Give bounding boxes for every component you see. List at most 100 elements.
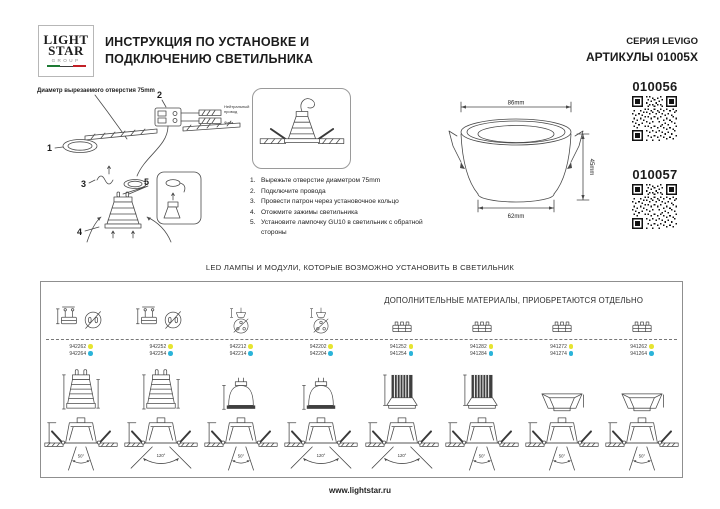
yellow-dot-icon — [488, 344, 494, 349]
cyan-dot-icon — [168, 351, 173, 356]
pin-base-figure — [219, 307, 263, 334]
flat-module-figure — [620, 392, 664, 413]
callout-2: 2 — [157, 90, 162, 100]
yellow-dot-icon — [248, 344, 253, 349]
cyan-dot-icon — [88, 351, 93, 356]
gu10-base-figure — [55, 306, 107, 334]
logo-text-light: LIGHT — [43, 31, 89, 47]
beam-angle-label: 50° — [478, 454, 485, 459]
yellow-dot-icon — [168, 344, 173, 349]
gu10-base-figure — [135, 306, 187, 334]
yellow-dot-icon — [408, 344, 414, 349]
article-number: 942204 — [309, 350, 327, 357]
cyan-dot-icon — [408, 351, 414, 356]
article-number: 942214 — [229, 350, 247, 357]
beam-angle-label: 50° — [78, 454, 85, 459]
lamp-column-5: 941252 941254 120° — [362, 282, 442, 477]
qr-code-icon — [632, 96, 677, 141]
article-list: 941252 941254 — [389, 340, 414, 360]
article-number: 941282 — [470, 343, 487, 350]
logo-text-star: STAR — [48, 42, 84, 58]
article-number: 941254 — [389, 350, 407, 357]
installed-fixture-drawing — [259, 97, 344, 144]
lamp-column-7: 941272 941274 50° — [522, 282, 602, 477]
cross-section-figure: 50° — [44, 415, 118, 473]
beam-angle-label: 120° — [317, 453, 326, 458]
cross-section-figure: 50° — [204, 415, 278, 473]
cyan-dot-icon — [568, 351, 574, 356]
lamp-column-3: 942212 942214 50° — [201, 282, 281, 477]
lamp-column-4: 942202 942204 120° — [281, 282, 361, 477]
lightstar-logo: LIGHT STAR GROUP — [38, 25, 94, 77]
yellow-dot-icon — [568, 344, 574, 349]
logo-text-group: GROUP — [51, 57, 81, 63]
article-list: 942212 942214 — [230, 340, 253, 360]
article-list: 942252 942254 — [150, 340, 173, 360]
page-title: ИНСТРУКЦИЯ ПО УСТАНОВКЕ И ПОДКЛЮЧЕНИЮ СВ… — [105, 34, 313, 67]
article-number: 942212 — [229, 343, 247, 350]
callout-1: 1 — [47, 143, 52, 153]
page-title-line1: ИНСТРУКЦИЯ ПО УСТАНОВКЕ И — [105, 35, 310, 49]
led-module-icon — [471, 321, 493, 334]
article-code: 010057 — [632, 167, 678, 182]
led-module-icon — [391, 321, 413, 334]
pin-base-figure — [299, 307, 343, 334]
step-4: 4.Отожмите зажимы светильника — [250, 208, 358, 216]
cross-section-figure: 50° — [445, 415, 519, 473]
series-label: СЕРИЯ LEVIGO — [626, 36, 698, 47]
callout-5: 5 — [144, 177, 149, 187]
article-list: 942262 942264 — [69, 340, 93, 360]
callout-4: 4 — [77, 227, 82, 237]
article-number: 941252 — [389, 343, 407, 350]
page-title-line2: ПОДКЛЮЧЕНИЮ СВЕТИЛЬНИКА — [105, 51, 314, 66]
website-url: www.lightstar.ru — [329, 486, 391, 495]
article-number: 941272 — [550, 343, 567, 350]
articles-label: АРТИКУЛЫ 01005X — [586, 50, 698, 64]
lamp-column-6: 941282 941284 50° — [442, 282, 522, 477]
gu10-lamp-figure — [62, 369, 100, 413]
article-list: 941282 941284 — [470, 340, 494, 360]
cross-section-figure: 50° — [605, 415, 679, 473]
installation-diagram: Диаметр вырезаемого отверстия 75mm 1 2 Н… — [37, 88, 249, 243]
lamps-panel: ДОПОЛНИТЕЛЬНЫЕ МАТЕРИАЛЫ, ПРИОБРЕТАЮТСЯ … — [40, 281, 683, 478]
article-number: 942254 — [149, 350, 167, 357]
article-number: 941274 — [550, 350, 567, 357]
beam-angle-label: 50° — [238, 454, 245, 459]
step-1: 1.Вырежьте отверстие диаметром 75mm — [250, 177, 381, 184]
yellow-dot-icon — [88, 344, 93, 349]
installation-steps: 1.Вырежьте отверстие диаметром 75mm 2.По… — [250, 176, 428, 238]
beam-angle-label: 50° — [559, 454, 566, 459]
dim-side-label: 45mm — [588, 159, 594, 176]
article-number: 942264 — [69, 350, 87, 357]
cyan-dot-icon — [648, 351, 654, 356]
qr-code-icon — [632, 184, 677, 229]
yellow-dot-icon — [648, 344, 654, 349]
neutral-wire-label2: провод — [224, 109, 238, 114]
callout-3: 3 — [81, 179, 86, 189]
article-number: 942202 — [309, 343, 327, 350]
qr-block-010056: 010056 — [632, 79, 678, 141]
led-module-icon — [631, 321, 653, 334]
dome-lamp-figure — [222, 377, 260, 413]
installed-fixture-figure — [252, 88, 351, 169]
finned-module-figure — [463, 373, 501, 413]
finned-module-figure — [383, 373, 421, 413]
beam-angle-label: 50° — [639, 454, 646, 459]
led-module-icon — [551, 321, 573, 334]
article-list: 941272 941274 — [550, 340, 574, 360]
cross-section-figure: 120° — [124, 415, 198, 473]
extras-title: ДОПОЛНИТЕЛЬНЫЕ МАТЕРИАЛЫ, ПРИОБРЕТАЮТСЯ … — [384, 296, 644, 305]
article-number: 941264 — [630, 350, 647, 357]
series-block: СЕРИЯ LEVIGO АРТИКУЛЫ 01005X — [586, 36, 698, 64]
lamp-column-8: 941262 941264 50° — [602, 282, 682, 477]
hole-diameter-label: Диаметр вырезаемого отверстия 75mm — [37, 88, 155, 94]
yellow-dot-icon — [328, 344, 334, 349]
dim-bottom-label: 62mm — [508, 214, 525, 220]
article-list: 942202 942204 — [309, 340, 334, 360]
dashed-divider — [46, 339, 677, 340]
cyan-dot-icon — [328, 351, 334, 356]
qr-block-010057: 010057 — [632, 167, 678, 229]
beam-angle-label: 120° — [397, 453, 406, 458]
cross-section-figure: 120° — [284, 415, 358, 473]
